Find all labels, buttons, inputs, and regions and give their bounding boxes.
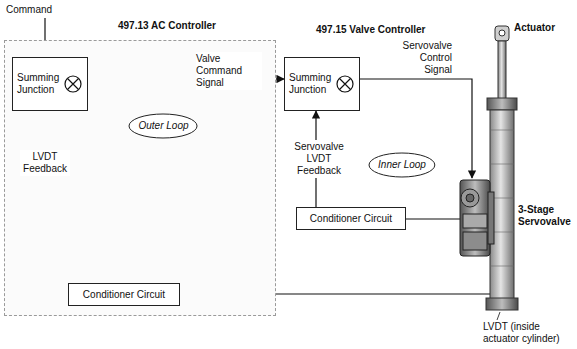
main-stage	[463, 232, 487, 250]
node-text: Summing Junction	[17, 72, 63, 96]
end-cap	[486, 298, 518, 310]
junction-text-wrap: Summing Junction	[289, 58, 335, 110]
conditioner-box: Conditioner Circuit	[68, 283, 180, 306]
junction-text-wrap: Summing Junction	[17, 58, 63, 110]
signal-label: Servovalve Control Signal	[392, 40, 452, 76]
region-heading: 497.13 AC Controller	[118, 20, 216, 32]
node-text: Summing Junction	[289, 72, 335, 96]
summing-cross	[68, 79, 79, 90]
summing-symbol	[63, 74, 83, 94]
summing-symbol	[335, 74, 355, 94]
loop-ellipse-shape	[129, 114, 197, 138]
rod-clevis	[495, 26, 509, 41]
loop-ellipse-shape	[369, 153, 435, 177]
loop-text: Inner Loop	[378, 159, 426, 171]
signal-label: Servovalve LVDT Feedback	[293, 140, 345, 178]
input-label: Command	[6, 4, 76, 16]
controller-heading: 497.15 Valve Controller	[316, 24, 456, 36]
conditioner-box: Conditioner Circuit	[296, 207, 406, 230]
summing-circle	[337, 76, 353, 92]
clevis-pin	[499, 30, 505, 36]
servovalve-body	[460, 180, 490, 256]
piston-rod	[498, 41, 506, 99]
summing-junction: Summing Junction	[284, 57, 360, 111]
node-text: Conditioner Circuit	[310, 213, 392, 225]
part-name: LVDT (inside actuator cylinder)	[483, 321, 574, 345]
torque-motor	[461, 189, 479, 207]
loop-text: Outer Loop	[138, 120, 188, 132]
loop-ellipse: Inner Loop	[368, 152, 436, 178]
manifold	[488, 192, 494, 244]
gland	[487, 98, 517, 110]
leader-line	[497, 312, 500, 320]
summing-circle	[65, 76, 81, 92]
part-name: 3-Stage Servovalve	[518, 204, 575, 228]
torque-motor	[466, 194, 474, 202]
summing-cross	[340, 79, 351, 90]
signal-label: Valve Command Signal	[196, 52, 262, 90]
summing-junction: Summing Junction	[12, 57, 88, 111]
signal-label: LVDT Feedback	[20, 150, 70, 176]
part-name: Actuator	[514, 22, 572, 34]
loop-ellipse: Outer Loop	[128, 113, 199, 139]
node-text: Conditioner Circuit	[83, 289, 165, 301]
pilot-stage	[463, 214, 487, 228]
